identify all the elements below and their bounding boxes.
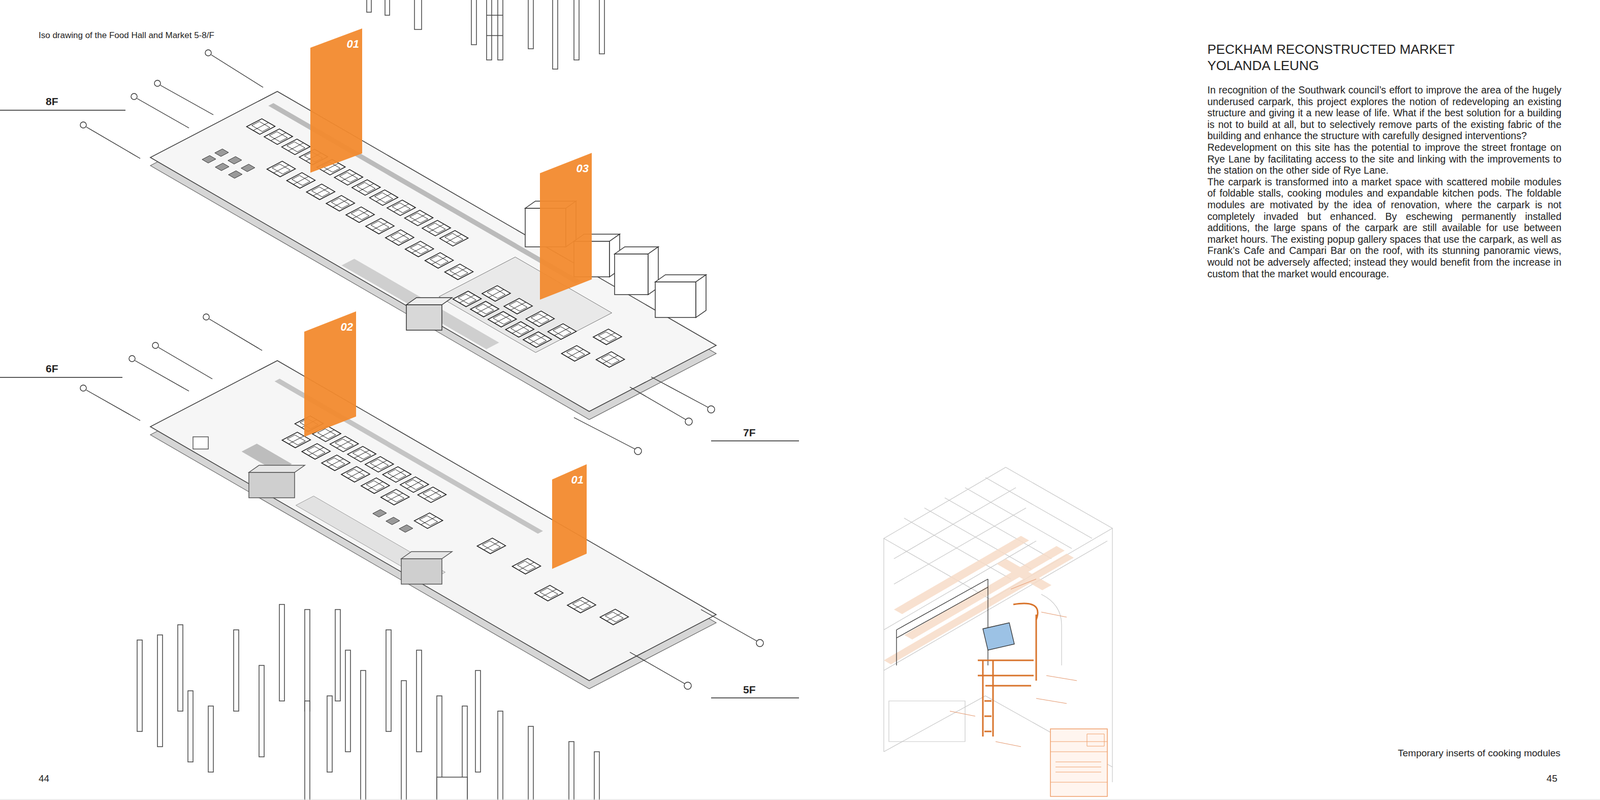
floor-plate-lower (150, 360, 717, 681)
body-paragraph: The carpark is transformed into a market… (1207, 176, 1562, 280)
banner-fill (539, 152, 592, 300)
page-number: 44 (38, 773, 50, 785)
columns-top (366, 0, 605, 70)
banner-shape (310, 28, 363, 173)
callout-number: 01 (571, 474, 584, 486)
floor-plate-upper (150, 91, 717, 412)
cooking-module-detail (883, 467, 1113, 797)
body-paragraph: Redevelopment on this site has the poten… (1207, 141, 1562, 177)
banner-fill (304, 311, 357, 437)
floor-label: 6F (45, 362, 59, 375)
floor-label: 8F (45, 95, 59, 108)
body-paragraph: In recognition of the Southwark council’… (1207, 84, 1562, 142)
caption: Iso drawing of the Food Hall and Market … (38, 30, 215, 41)
callout-number: 02 (340, 321, 354, 333)
service-boxes (193, 436, 453, 585)
orange-banner: 03 (539, 152, 592, 300)
figure-caption: Temporary inserts of cooking modules (1397, 747, 1561, 759)
leader-lines (80, 49, 764, 690)
callout-number: 03 (576, 163, 589, 175)
page-number: 45 (1546, 773, 1558, 785)
banner-fill (552, 464, 587, 569)
callout-number: 01 (346, 38, 360, 50)
floor-label: 5F (743, 683, 756, 696)
title: PECKHAM RECONSTRUCTED MARKET (1207, 41, 1455, 58)
orange-banner: 02 (304, 311, 357, 437)
author: YOLANDA LEUNG (1207, 57, 1320, 74)
orange-banner: 01 (552, 464, 587, 569)
page-edge (0, 799, 1600, 800)
body-text: In recognition of the Southwark council’… (1207, 84, 1562, 280)
banner-shape (539, 152, 592, 300)
orange-banner: 01 (310, 28, 363, 173)
banner-fill (310, 28, 363, 173)
floor-label: 7F (743, 426, 756, 439)
